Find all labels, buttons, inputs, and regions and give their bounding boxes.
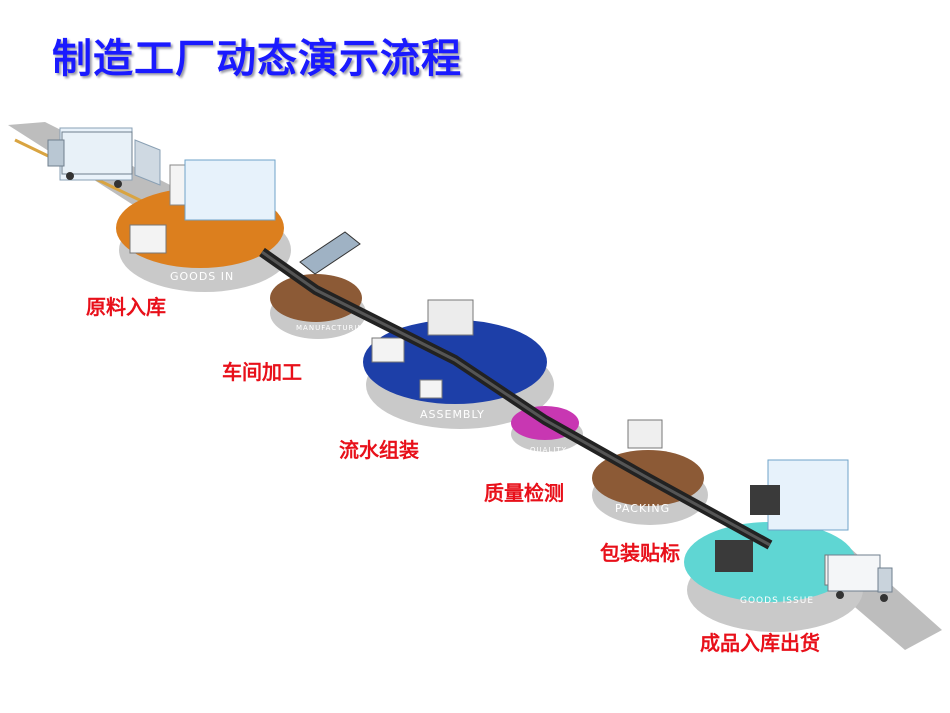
station-text-quality: QUALITY [530,446,567,454]
goods-issue-station: GOODS ISSUE [684,459,876,632]
station-text-packing: PACKING [615,502,670,515]
packing-station: PACKING [592,419,708,525]
dispatch-truck [827,554,893,602]
stage-label-goods-issue: 成品入库出货 [700,631,820,655]
stage-label-manufacturing: 车间加工 [222,360,302,384]
station-text-goods-issue: GOODS ISSUE [740,596,814,606]
stage-label-packing: 包装贴标 [600,541,680,565]
stage-label-goods-in: 原料入库 [86,295,166,319]
station-text-goods-in: GOODS IN [170,270,234,283]
stage-label-quality: 质量检测 [484,481,564,505]
stage-label-assembly: 流水组装 [339,438,419,462]
conveyor-belt-highlight [261,250,771,547]
manufacturing-station: MANUFACTURING [270,231,370,339]
station-text-manufacturing: MANUFACTURING [296,324,370,332]
delivery-truck [47,131,133,188]
station-text-assembly: ASSEMBLY [420,408,485,421]
page-title: 制造工厂动态演示流程 [52,36,462,82]
